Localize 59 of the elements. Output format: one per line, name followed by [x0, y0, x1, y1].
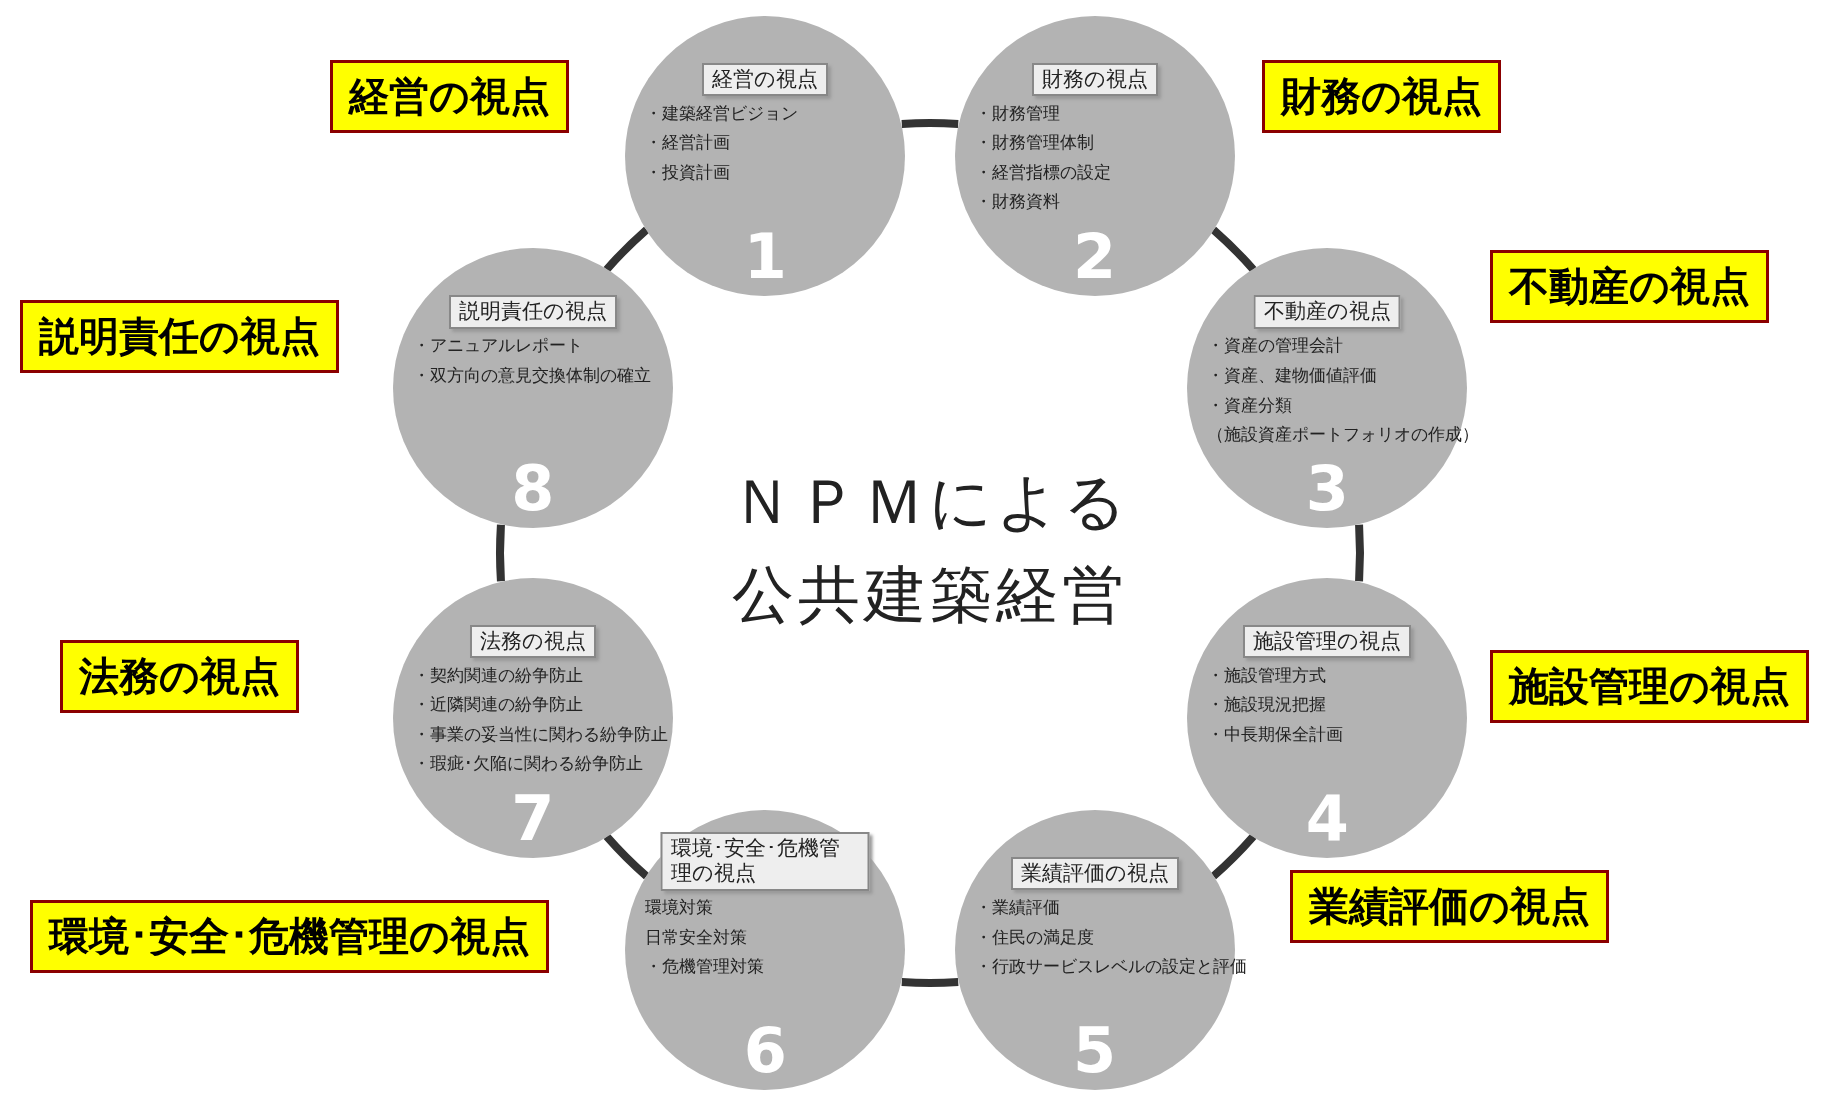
- heading-box: 業績評価の視点: [1010, 857, 1179, 891]
- circle-number: 2: [1073, 225, 1117, 288]
- bullet-item: ・財務資料: [974, 192, 1060, 212]
- bullet-item: ・施設現況把握: [1207, 695, 1327, 715]
- connector-arc: [901, 978, 959, 987]
- circle-number: 4: [1305, 787, 1349, 850]
- bullet-item: ・資産の管理会計: [1207, 336, 1344, 356]
- bullet-item: ・資産、建物価値評価: [1207, 366, 1378, 386]
- bullet-item: ・財務管理体制: [974, 133, 1094, 153]
- highlight-label: 財務の視点: [1262, 60, 1501, 133]
- connector-arc: [1210, 226, 1257, 273]
- circle-number: 7: [511, 787, 555, 850]
- bullet-item: ・住民の満足度: [974, 927, 1094, 948]
- connector-arc: [603, 226, 650, 273]
- connector-arc: [496, 524, 505, 582]
- bullet-item: ・近隣関連の紛争防止: [412, 695, 583, 715]
- heading-box: 説明責任の視点: [448, 295, 617, 329]
- circle-number: 3: [1305, 458, 1349, 521]
- connector-arc: [1210, 833, 1257, 880]
- highlight-label: 業績評価の視点: [1290, 870, 1609, 943]
- circle-number: 6: [743, 1020, 787, 1083]
- highlight-label: 不動産の視点: [1490, 250, 1769, 323]
- bullet-item: ・瑕疵･欠陥に関わる紛争防止: [412, 754, 643, 774]
- bullet-item: ・アニュアルレポート: [412, 336, 583, 356]
- bullet-item: ・双方向の意見交換体制の確立: [412, 366, 651, 386]
- bullet-item: ・危機管理対策: [645, 957, 765, 977]
- bullet-item: 日常安全対策: [645, 927, 748, 948]
- highlight-label: 法務の視点: [60, 640, 299, 713]
- bullet-item: ・建築経営ビジョン: [645, 103, 799, 124]
- circle-number: 8: [511, 458, 555, 521]
- bullet-item: ・施設管理方式: [1207, 665, 1327, 686]
- highlight-label: 説明責任の視点: [20, 300, 339, 373]
- heading-box: 財務の視点: [1031, 62, 1158, 96]
- bullet-item: ・中長期保全計画: [1207, 724, 1344, 745]
- bullet-item: ・投資計画: [645, 162, 731, 183]
- bullet-item: ・経営指標の設定: [974, 162, 1111, 183]
- bullet-item: ・業績評価: [974, 898, 1060, 918]
- bullet-item: ・行政サービスレベルの設定と評価: [974, 957, 1247, 977]
- heading-box: 不動産の視点: [1253, 295, 1401, 329]
- circle-number: 5: [1073, 1020, 1117, 1083]
- connector-arc: [603, 833, 650, 880]
- heading-box: 経営の視点: [702, 62, 829, 96]
- bullet-item: ・財務管理: [974, 103, 1060, 124]
- bullet-item: （施設資産ポートフォリオの作成）: [1207, 425, 1480, 445]
- heading-box: 施設管理の視点: [1243, 624, 1412, 658]
- highlight-label: 施設管理の視点: [1490, 650, 1809, 723]
- circle-number: 1: [743, 225, 787, 288]
- bullet-item: ・経営計画: [645, 133, 731, 153]
- heading-box: 法務の視点: [469, 624, 596, 658]
- connector-arc: [901, 119, 959, 128]
- bullet-item: ・資産分類: [1207, 395, 1293, 416]
- diagram-title: ＮＰＭによる公共建築経営: [729, 464, 1131, 633]
- heading-box: 環境･安全･危機管理の視点: [660, 832, 870, 891]
- connector-arc: [1355, 524, 1364, 582]
- highlight-label: 経営の視点: [330, 60, 569, 133]
- bullet-item: ・契約関連の紛争防止: [412, 665, 583, 686]
- bullet-item: ・事業の妥当性に関わる紛争防止: [412, 724, 668, 745]
- highlight-label: 環境･安全･危機管理の視点: [30, 900, 549, 973]
- bullet-item: 環境対策: [645, 898, 714, 918]
